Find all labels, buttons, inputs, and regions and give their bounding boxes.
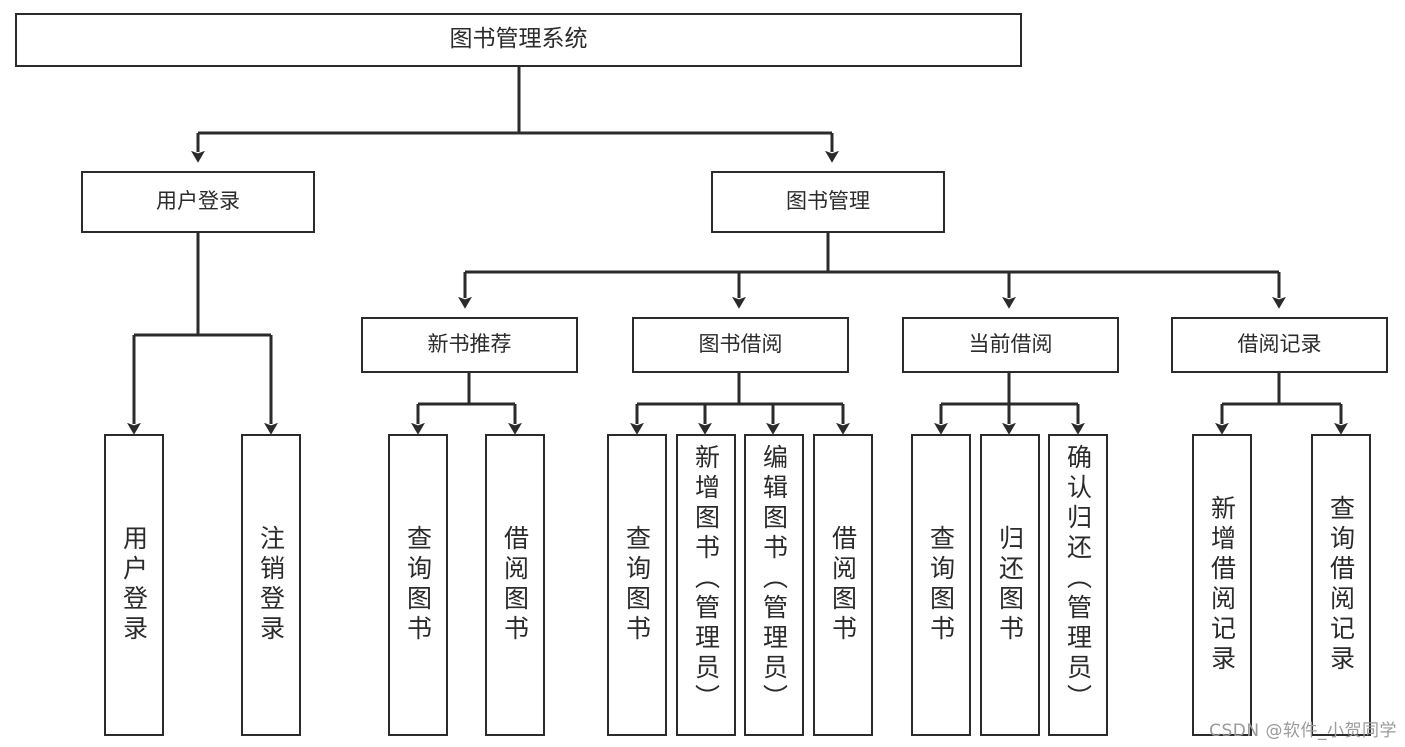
node-book-borrow[interactable]: 图书借阅 <box>632 317 849 373</box>
node-user-login[interactable]: 用户登录 <box>81 171 315 233</box>
node-leaf-borrow-book-2[interactable]: 借阅图书 <box>813 434 873 736</box>
node-leaf-user-logout-label: 注销登录 <box>256 525 286 645</box>
node-leaf-add-record-label: 新增借阅记录 <box>1207 495 1237 675</box>
csdn-watermark: CSDN @软件_小贺同学 <box>1209 721 1397 741</box>
node-book-manage-label: 图书管理 <box>786 189 870 214</box>
node-leaf-edit-book-label: 编辑图书（管理员） <box>759 444 789 714</box>
node-leaf-add-book[interactable]: 新增图书（管理员） <box>676 434 736 736</box>
node-user-login-label: 用户登录 <box>156 189 240 214</box>
node-book-borrow-label: 图书借阅 <box>698 332 783 357</box>
node-borrow-record[interactable]: 借阅记录 <box>1171 317 1388 373</box>
node-leaf-add-record[interactable]: 新增借阅记录 <box>1192 434 1252 736</box>
node-leaf-add-book-label: 新增图书（管理员） <box>691 444 721 714</box>
node-leaf-return-book[interactable]: 归还图书 <box>980 434 1040 736</box>
node-leaf-confirm-return-label: 确认归还（管理员） <box>1063 444 1093 714</box>
node-leaf-user-logout[interactable]: 注销登录 <box>241 434 301 736</box>
node-leaf-edit-book[interactable]: 编辑图书（管理员） <box>744 434 804 736</box>
node-current-borrow[interactable]: 当前借阅 <box>902 317 1119 373</box>
node-leaf-query-book-3[interactable]: 查询图书 <box>911 434 971 736</box>
node-root[interactable]: 图书管理系统 <box>15 13 1022 67</box>
node-leaf-query-book-3-label: 查询图书 <box>926 525 956 645</box>
node-root-label: 图书管理系统 <box>449 26 588 53</box>
node-leaf-user-login-label: 用户登录 <box>119 525 149 645</box>
node-current-borrow-label: 当前借阅 <box>968 332 1053 357</box>
node-leaf-confirm-return[interactable]: 确认归还（管理员） <box>1048 434 1108 736</box>
node-new-book-recommend-label: 新书推荐 <box>427 332 512 357</box>
node-leaf-query-book-1-label: 查询图书 <box>403 525 433 645</box>
node-leaf-query-record-label: 查询借阅记录 <box>1326 495 1356 675</box>
node-borrow-record-label: 借阅记录 <box>1237 332 1322 357</box>
node-leaf-borrow-book-1-label: 借阅图书 <box>500 525 530 645</box>
node-new-book-recommend[interactable]: 新书推荐 <box>361 317 578 373</box>
node-book-manage[interactable]: 图书管理 <box>711 171 945 233</box>
node-leaf-query-book-2-label: 查询图书 <box>622 525 652 645</box>
node-leaf-return-book-label: 归还图书 <box>995 525 1025 645</box>
node-leaf-query-record[interactable]: 查询借阅记录 <box>1311 434 1371 736</box>
node-leaf-query-book-2[interactable]: 查询图书 <box>607 434 667 736</box>
node-leaf-borrow-book-1[interactable]: 借阅图书 <box>485 434 545 736</box>
node-leaf-query-book-1[interactable]: 查询图书 <box>388 434 448 736</box>
node-leaf-borrow-book-2-label: 借阅图书 <box>828 525 858 645</box>
node-leaf-user-login[interactable]: 用户登录 <box>104 434 164 736</box>
